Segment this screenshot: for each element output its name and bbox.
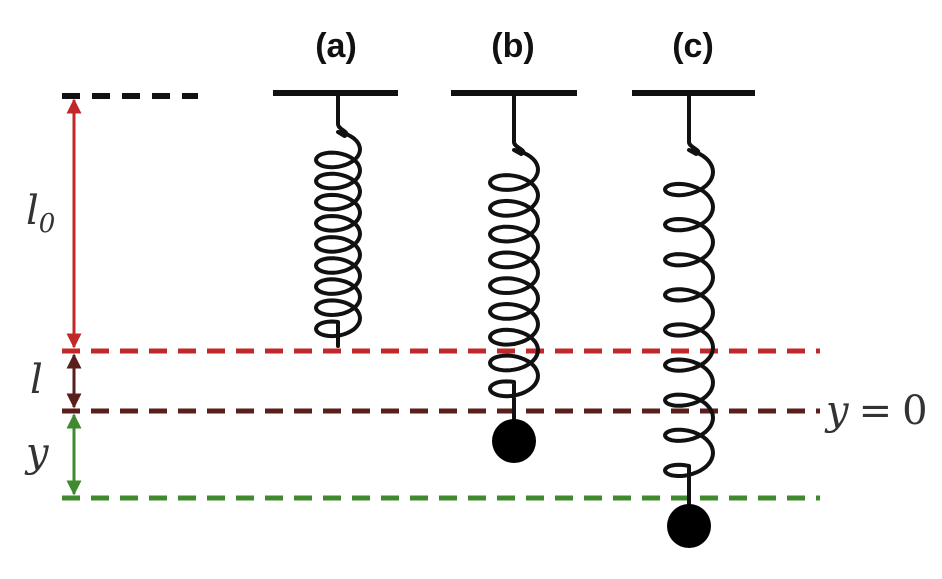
panel-label-c: (c): [672, 27, 714, 65]
equilibrium-label: y=0: [824, 388, 928, 434]
spring-a: [314, 94, 362, 348]
l-label: l: [30, 357, 43, 403]
spring-c: [663, 94, 715, 507]
spring-b: [488, 94, 540, 422]
mass-b: [492, 419, 536, 463]
panel-label-b: (b): [491, 27, 534, 65]
l0-label: l0: [26, 188, 55, 239]
mass-c: [667, 504, 711, 548]
panel-label-a: (a): [315, 27, 357, 65]
y-label: y: [24, 430, 50, 476]
